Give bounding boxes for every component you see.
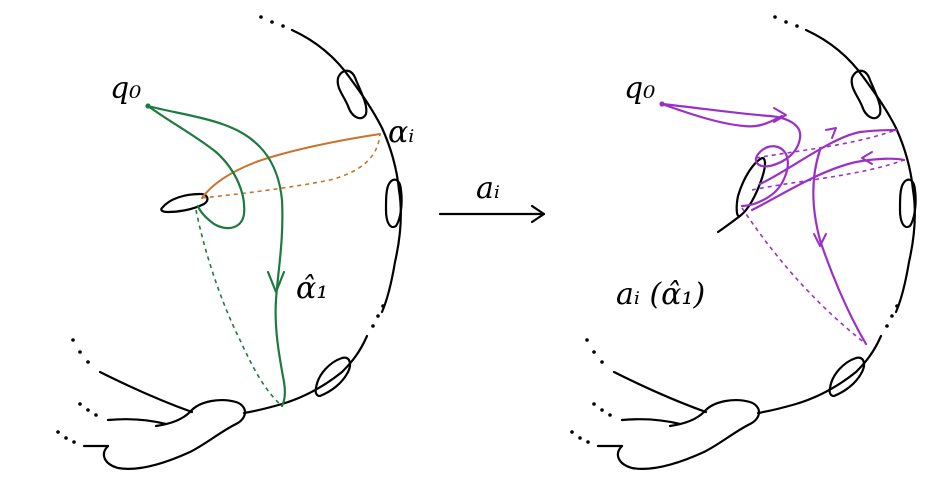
left-strand-1 [98,370,194,414]
left-hole-3 [314,356,352,398]
right-dots-strands [570,338,612,444]
image-curve-main [660,102,802,208]
alpha-hat-loop [146,104,246,230]
left-inner-hole [160,192,209,214]
right-dots-top [773,15,799,28]
left-handle-inner [154,410,192,428]
left-alpha-hat-label: α̂₁ [296,271,328,306]
alpha-hat-solid [146,104,286,408]
right-inner-hole-tail [716,214,742,234]
alpha-hat-dashed [195,209,283,407]
right-handle [616,399,761,470]
left-surface [56,15,403,470]
left-hole-1 [336,69,368,120]
right-strand-1 [612,370,708,414]
right-image-label: aᵢ (α̂₁) [616,277,705,312]
left-handle [102,399,247,470]
alpha-hat-arrow [266,270,286,294]
left-strand-2 [106,418,168,426]
right-image-curve [659,101,906,346]
image-curve-dashed-2 [751,159,905,191]
image-curve-cross [758,128,898,186]
right-basepoint-dot [659,101,665,107]
right-boundary-bottom [756,334,883,415]
left-alpha-hat-1-curve [145,103,286,408]
left-basepoint-dot [145,103,151,109]
left-hole-2 [384,178,403,229]
image-arrow-2 [825,127,837,139]
image-curve-dashed-3 [741,207,867,345]
image-arrow-4 [813,233,827,247]
image-arrow-3 [861,151,873,165]
arrow-label: aᵢ [476,171,500,206]
left-alpha-i-curve [201,133,381,199]
right-basepoint-label: q₀ [624,71,655,106]
right-dots-right [885,304,899,328]
left-dots-right [371,304,385,328]
right-inner-hole [735,156,767,218]
image-curve-dashed-1 [755,129,897,159]
alpha-i-solid [201,133,381,199]
right-hole-3 [828,356,866,398]
right-hole-2 [898,178,917,229]
left-dots-top [259,15,285,28]
left-dots-strands [56,338,98,444]
image-curve-upper [660,102,784,128]
right-strand-2 [620,418,682,426]
right-hole-1 [850,69,882,120]
right-boundary-top [804,28,916,314]
left-basepoint-label: q₀ [110,71,141,106]
left-boundary-bottom [242,334,369,415]
right-surface [570,15,917,470]
left-alpha-i-label: αᵢ [388,115,414,150]
image-curve-descent [812,148,868,346]
alpha-i-dashed [201,133,381,199]
map-arrow: aᵢ [438,171,546,224]
image-curve-lower [750,157,906,212]
left-boundary-top [290,28,402,314]
arrow-head [530,204,546,224]
image-arrow-1 [773,107,787,123]
right-handle-inner [668,410,706,428]
